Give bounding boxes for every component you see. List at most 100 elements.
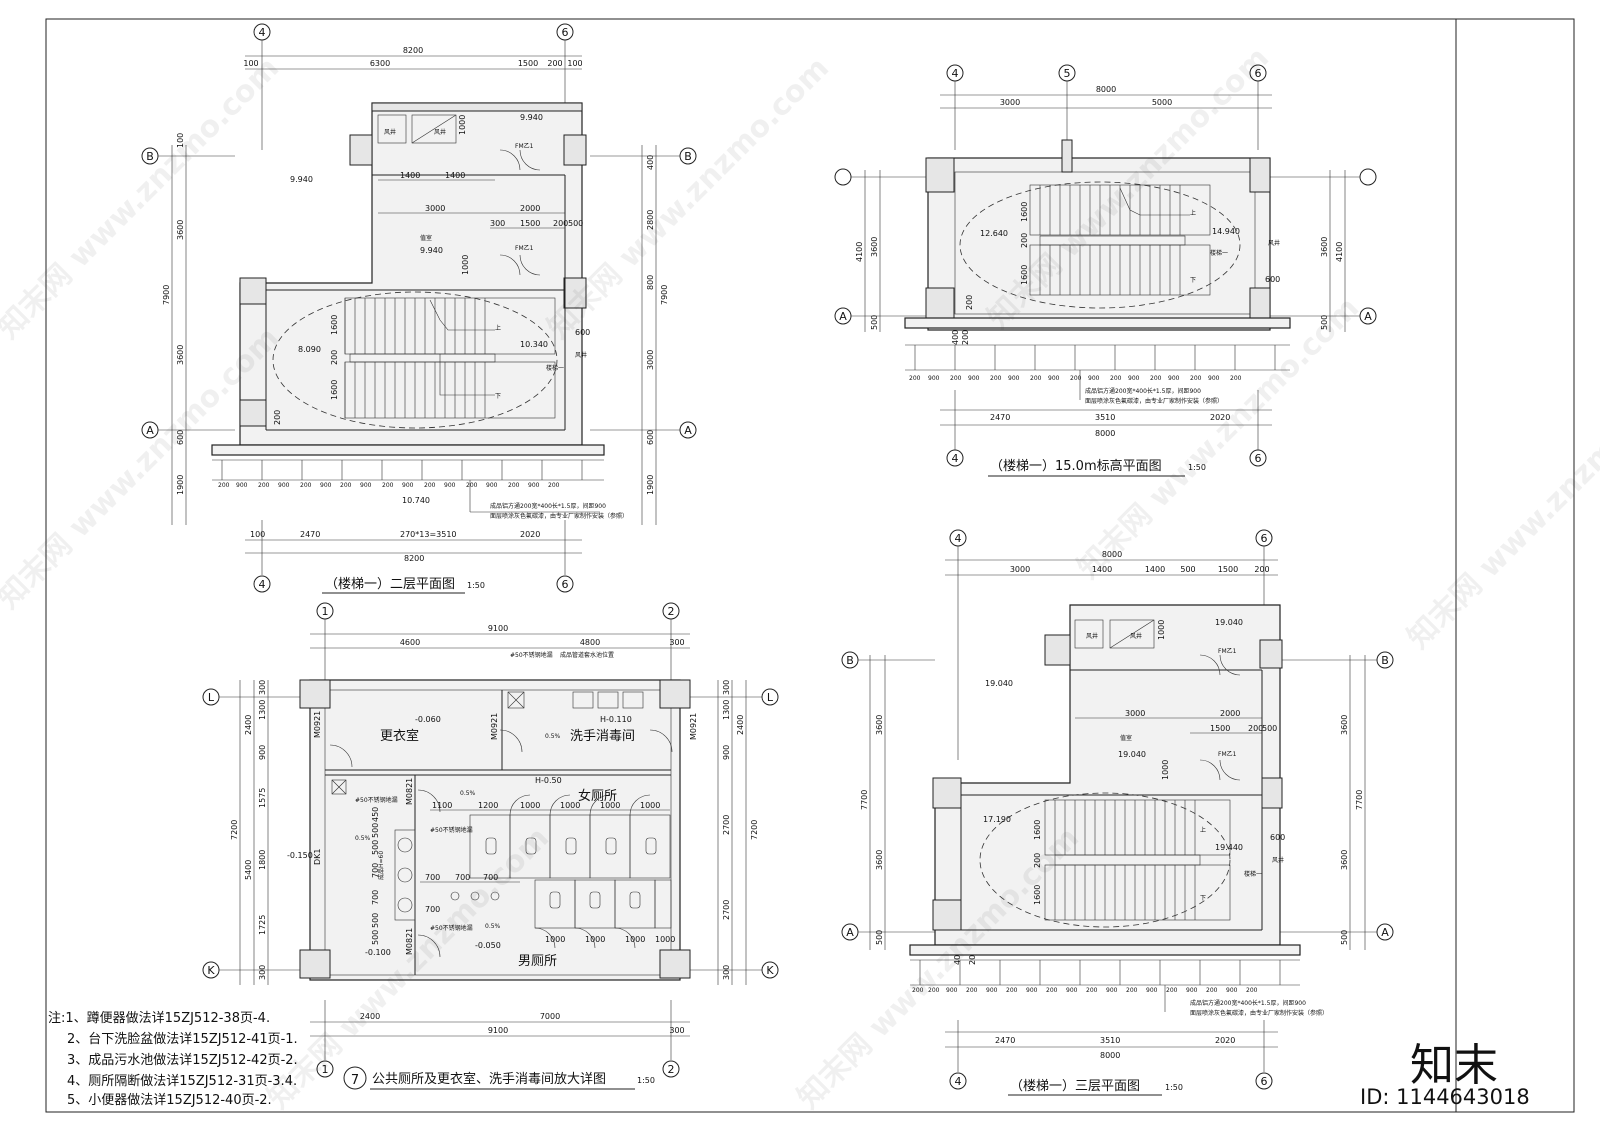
svg-text:900: 900	[320, 482, 332, 489]
svg-text:女厕所: 女厕所	[578, 788, 617, 804]
svg-text:1500: 1500	[1218, 565, 1238, 574]
svg-text:3000: 3000	[1000, 98, 1020, 107]
svg-text:B: B	[1381, 654, 1389, 667]
svg-text:200: 200	[965, 295, 974, 310]
svg-text:H-0.110: H-0.110	[600, 715, 632, 724]
svg-text:200: 200	[1206, 987, 1218, 994]
svg-text:1600: 1600	[1033, 885, 1042, 905]
svg-text:3600: 3600	[176, 345, 185, 365]
svg-text:7900: 7900	[162, 285, 171, 305]
id-watermark: ID: 1144643018	[1360, 1085, 1530, 1109]
svg-text:1300: 1300	[258, 700, 267, 720]
svg-text:1000: 1000	[600, 801, 620, 810]
svg-text:500: 500	[568, 219, 583, 228]
toilet-right-dims: 300 1300 2400 900 2700 7200 2700 300	[722, 680, 759, 980]
svg-text:500: 500	[371, 823, 380, 838]
svg-text:9100: 9100	[488, 1026, 508, 1035]
svg-text:风井: 风井	[1086, 632, 1098, 640]
svg-text:-0.150: -0.150	[287, 851, 313, 860]
svg-text:6: 6	[1255, 67, 1262, 80]
svg-text:1:50: 1:50	[1188, 463, 1206, 472]
svg-text:900: 900	[278, 482, 290, 489]
svg-text:4100: 4100	[1335, 242, 1344, 262]
svg-text:洗手消毒间: 洗手消毒间	[570, 729, 635, 744]
svg-text:值室: 值室	[420, 234, 432, 242]
svg-text:900: 900	[928, 375, 940, 382]
svg-text:1600: 1600	[1033, 820, 1042, 840]
sheet-frame	[45, 18, 1575, 1113]
svg-text:7700: 7700	[860, 790, 869, 810]
svg-text:0.5%: 0.5%	[460, 790, 476, 797]
svg-text:800: 800	[646, 275, 655, 290]
svg-text:#50不锈钢地漏: #50不锈钢地漏	[355, 796, 398, 804]
svg-text:200: 200	[912, 987, 924, 994]
svg-text:900: 900	[946, 987, 958, 994]
svg-text:600: 600	[575, 328, 590, 337]
svg-text:500: 500	[1340, 930, 1349, 945]
svg-text:#50不锈钢地漏: #50不锈钢地漏	[430, 826, 473, 834]
svg-text:2: 2	[668, 1063, 675, 1076]
svg-text:7700: 7700	[1355, 790, 1364, 810]
toilet-left-dims: 300 1300 2400 900 1575 7200 5400 1800 17…	[230, 680, 267, 980]
svg-text:FM乙1: FM乙1	[515, 245, 534, 252]
svg-text:1725: 1725	[258, 915, 267, 935]
svg-text:700: 700	[455, 873, 470, 882]
svg-text:1:50: 1:50	[637, 1076, 655, 1085]
svg-text:200: 200	[1046, 987, 1058, 994]
svg-text:1500: 1500	[1210, 724, 1230, 733]
svg-text:200: 200	[273, 410, 282, 425]
svg-text:9100: 9100	[488, 624, 508, 633]
svg-text:1100: 1100	[432, 801, 452, 810]
svg-text:900: 900	[1168, 375, 1180, 382]
svg-text:300: 300	[722, 680, 731, 695]
svg-text:下: 下	[1190, 277, 1196, 284]
svg-text:#50不锈钢地漏: #50不锈钢地漏	[430, 924, 473, 932]
svg-text:4600: 4600	[400, 638, 420, 647]
svg-text:M0921: M0921	[313, 711, 322, 738]
svg-text:200: 200	[928, 987, 940, 994]
svg-text:200: 200	[1006, 987, 1018, 994]
svg-text:400: 400	[953, 950, 962, 965]
svg-text:5000: 5000	[1152, 98, 1172, 107]
svg-text:200: 200	[1030, 375, 1042, 382]
svg-text:值室: 值室	[1120, 734, 1132, 742]
svg-text:4: 4	[952, 452, 959, 465]
svg-text:900: 900	[258, 745, 267, 760]
svg-text:楼梯一: 楼梯一	[1210, 249, 1228, 257]
svg-text:上: 上	[495, 324, 501, 332]
svg-text:L: L	[208, 691, 215, 704]
svg-text:面层喷涂灰色氟碳漆，由专业厂家制作安装（参照）: 面层喷涂灰色氟碳漆，由专业厂家制作安装（参照）	[1190, 1009, 1328, 1017]
svg-text:400: 400	[951, 330, 960, 345]
svg-text:700: 700	[371, 863, 380, 878]
svg-text:3600: 3600	[176, 220, 185, 240]
stall-dims: 1100 1200 1000 1000 1000 1000 1000 1000 …	[432, 801, 675, 944]
svg-text:900: 900	[1186, 987, 1198, 994]
svg-text:1900: 1900	[646, 475, 655, 495]
note-line: 5、小便器做法详15ZJ512-40页-2.	[67, 1093, 272, 1108]
svg-text:900: 900	[968, 375, 980, 382]
detail-title: 公共厕所及更衣室、洗手消毒间放大详图	[372, 1071, 606, 1087]
svg-text:3600: 3600	[875, 715, 884, 735]
plan-15m-level: 4 5 6 8000 3000 5000 A A 4100 3600 500 4…	[834, 64, 1377, 477]
dim-label: 100	[567, 59, 582, 68]
svg-text:900: 900	[528, 482, 540, 489]
svg-text:1000: 1000	[640, 801, 660, 810]
svg-text:1300: 1300	[722, 700, 731, 720]
svg-text:0.5%: 0.5%	[355, 835, 371, 842]
axis-label: B	[146, 150, 154, 163]
svg-text:600: 600	[646, 430, 655, 445]
svg-text:1:50: 1:50	[1165, 1083, 1183, 1092]
svg-text:19.440: 19.440	[1215, 843, 1243, 852]
svg-text:1000: 1000	[560, 801, 580, 810]
svg-text:3600: 3600	[870, 237, 879, 257]
svg-text:A: A	[839, 310, 847, 323]
svg-text:A: A	[1364, 310, 1372, 323]
svg-text:9.940: 9.940	[420, 246, 443, 255]
svg-text:-0.050: -0.050	[475, 941, 501, 950]
svg-text:成品铝方通200宽*400长*1.5厚，间距900: 成品铝方通200宽*400长*1.5厚，间距900	[490, 502, 606, 510]
note-line: 3、成品污水池做法详15ZJ512-42页-2.	[67, 1053, 298, 1068]
svg-text:300: 300	[669, 1026, 684, 1035]
axis-label: 4	[259, 26, 266, 39]
svg-text:2400: 2400	[244, 715, 253, 735]
svg-text:200: 200	[1033, 853, 1042, 868]
